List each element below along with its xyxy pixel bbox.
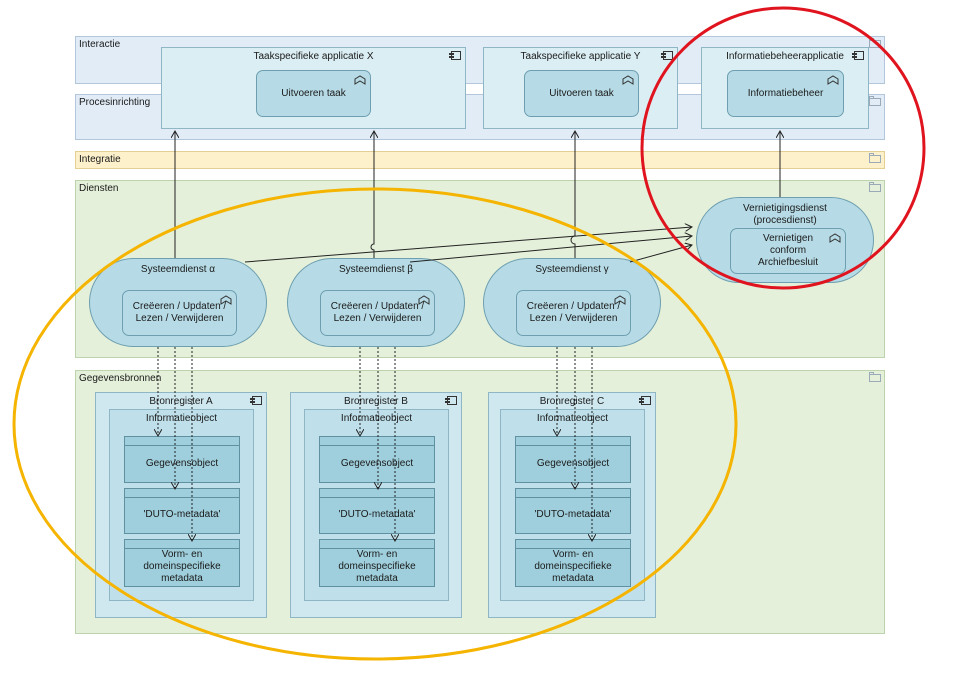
data-object: Gegevensobject (124, 436, 240, 483)
component-icon (445, 396, 457, 405)
data-object: Gegevensobject (515, 436, 631, 483)
layer-icon (869, 96, 881, 106)
connector (371, 131, 374, 258)
data-object-label: Gegevensobject (536, 457, 610, 469)
data-object-label: Vorm- en domeinspecifieke metadata (338, 549, 416, 584)
process-icon (827, 75, 839, 85)
process-icon (354, 75, 366, 85)
application-x: Taakspecifieke applicatie X Uitvoeren ta… (161, 47, 466, 129)
service-title: Vernietigingsdienst (procesdienst) (743, 203, 827, 226)
register-a: Bronregister A Informatieobject Gegevens… (95, 392, 267, 618)
process-label: Informatiebeheer (747, 87, 824, 99)
data-object-label: Gegevensobject (145, 457, 219, 469)
layer-icon (869, 372, 881, 382)
register-title: Bronregister A (149, 396, 213, 407)
data-object-label: 'DUTO-metadata' (338, 509, 416, 520)
register-title: Bronregister C (539, 396, 605, 407)
process-crud: Creëeren / Updaten / Lezen / Verwijderen (320, 290, 435, 336)
data-object: Vorm- en domeinspecifieke metadata (515, 539, 631, 587)
layer-integratie: Integratie (75, 151, 885, 169)
register-b: Bronregister B Informatieobject Gegevens… (290, 392, 462, 618)
layer-diensten-label: Diensten (79, 183, 119, 194)
data-object: Vorm- en domeinspecifieke metadata (319, 539, 435, 587)
data-object: 'DUTO-metadata' (515, 488, 631, 534)
layer-gegevensbronnen-label: Gegevensbronnen (79, 373, 162, 384)
process-crud: Creëeren / Updaten / Lezen / Verwijderen (122, 290, 237, 336)
process-uitvoeren-taak: Uitvoeren taak (524, 70, 639, 117)
data-object: Gegevensobject (319, 436, 435, 483)
process-label: Creëeren / Updaten / Lezen / Verwijderen (330, 301, 425, 324)
data-object: 'DUTO-metadata' (319, 488, 435, 534)
information-object-label: Informatieobject (145, 413, 218, 424)
data-object: 'DUTO-metadata' (124, 488, 240, 534)
process-uitvoeren-taak: Uitvoeren taak (256, 70, 371, 117)
layer-icon (869, 182, 881, 192)
connector (570, 131, 575, 258)
process-informatiebeheer: Informatiebeheer (727, 70, 844, 117)
information-object: Informatieobject Gegevensobject 'DUTO-me… (109, 409, 254, 601)
data-object-label: Gegevensobject (340, 457, 414, 469)
information-object: Informatieobject Gegevensobject 'DUTO-me… (304, 409, 449, 601)
process-icon (418, 295, 430, 305)
data-object-label: Vorm- en domeinspecifieke metadata (143, 549, 221, 584)
information-object-label: Informatieobject (536, 413, 609, 424)
data-object-label: 'DUTO-metadata' (534, 509, 612, 520)
process-icon (829, 233, 841, 243)
data-object-label: Vorm- en domeinspecifieke metadata (534, 549, 612, 584)
process-icon (622, 75, 634, 85)
component-icon (449, 51, 461, 60)
yellow-highlight-ellipse (12, 187, 738, 661)
layer-interactie-label: Interactie (79, 39, 121, 50)
component-icon (852, 51, 864, 60)
service-beta: Systeemdienst β Creëeren / Updaten / Lez… (287, 258, 465, 347)
layer-procesinrichting-label: Procesinrichting (79, 97, 151, 108)
service-alpha: Systeemdienst α Creëeren / Updaten / Lez… (89, 258, 267, 347)
application-informatiebeheer: Informatiebeheerapplicatie Informatiebeh… (701, 47, 869, 129)
data-object-label: 'DUTO-metadata' (143, 509, 221, 520)
service-title: Systeemdienst γ (535, 264, 609, 275)
process-crud: Creëeren / Updaten / Lezen / Verwijderen (516, 290, 631, 336)
application-y: Taakspecifieke applicatie Y Uitvoeren ta… (483, 47, 678, 129)
application-title: Informatiebeheerapplicatie (726, 51, 844, 62)
red-highlight-circle (640, 6, 926, 290)
layer-icon (869, 153, 881, 163)
register-title: Bronregister B (344, 396, 408, 407)
service-gamma: Systeemdienst γ Creëeren / Updaten / Lez… (483, 258, 661, 347)
process-label: Uitvoeren taak (549, 87, 614, 99)
application-title: Taakspecifieke applicatie Y (520, 51, 641, 62)
service-title: Systeemdienst α (140, 264, 216, 275)
layer-integratie-label: Integratie (79, 154, 121, 165)
connector (244, 227, 692, 263)
information-object-label: Informatieobject (340, 413, 413, 424)
connector (409, 236, 692, 263)
process-vernietigen: Vernietigen conform Archiefbesluit (730, 228, 846, 274)
process-label: Creëeren / Updaten / Lezen / Verwijderen (132, 301, 227, 324)
component-icon (661, 51, 673, 60)
application-title: Taakspecifieke applicatie X (253, 51, 374, 62)
register-c: Bronregister C Informatieobject Gegevens… (488, 392, 656, 618)
process-label: Vernietigen conform Archiefbesluit (757, 233, 819, 268)
service-title: Systeemdienst β (338, 264, 414, 275)
information-object: Informatieobject Gegevensobject 'DUTO-me… (500, 409, 645, 601)
data-object: Vorm- en domeinspecifieke metadata (124, 539, 240, 587)
process-icon (614, 295, 626, 305)
process-label: Uitvoeren taak (281, 87, 346, 99)
process-icon (220, 295, 232, 305)
service-vernietiging: Vernietigingsdienst (procesdienst) Verni… (696, 197, 874, 283)
component-icon (639, 396, 651, 405)
component-icon (250, 396, 262, 405)
connector (629, 245, 692, 263)
process-label: Creëeren / Updaten / Lezen / Verwijderen (526, 301, 621, 324)
